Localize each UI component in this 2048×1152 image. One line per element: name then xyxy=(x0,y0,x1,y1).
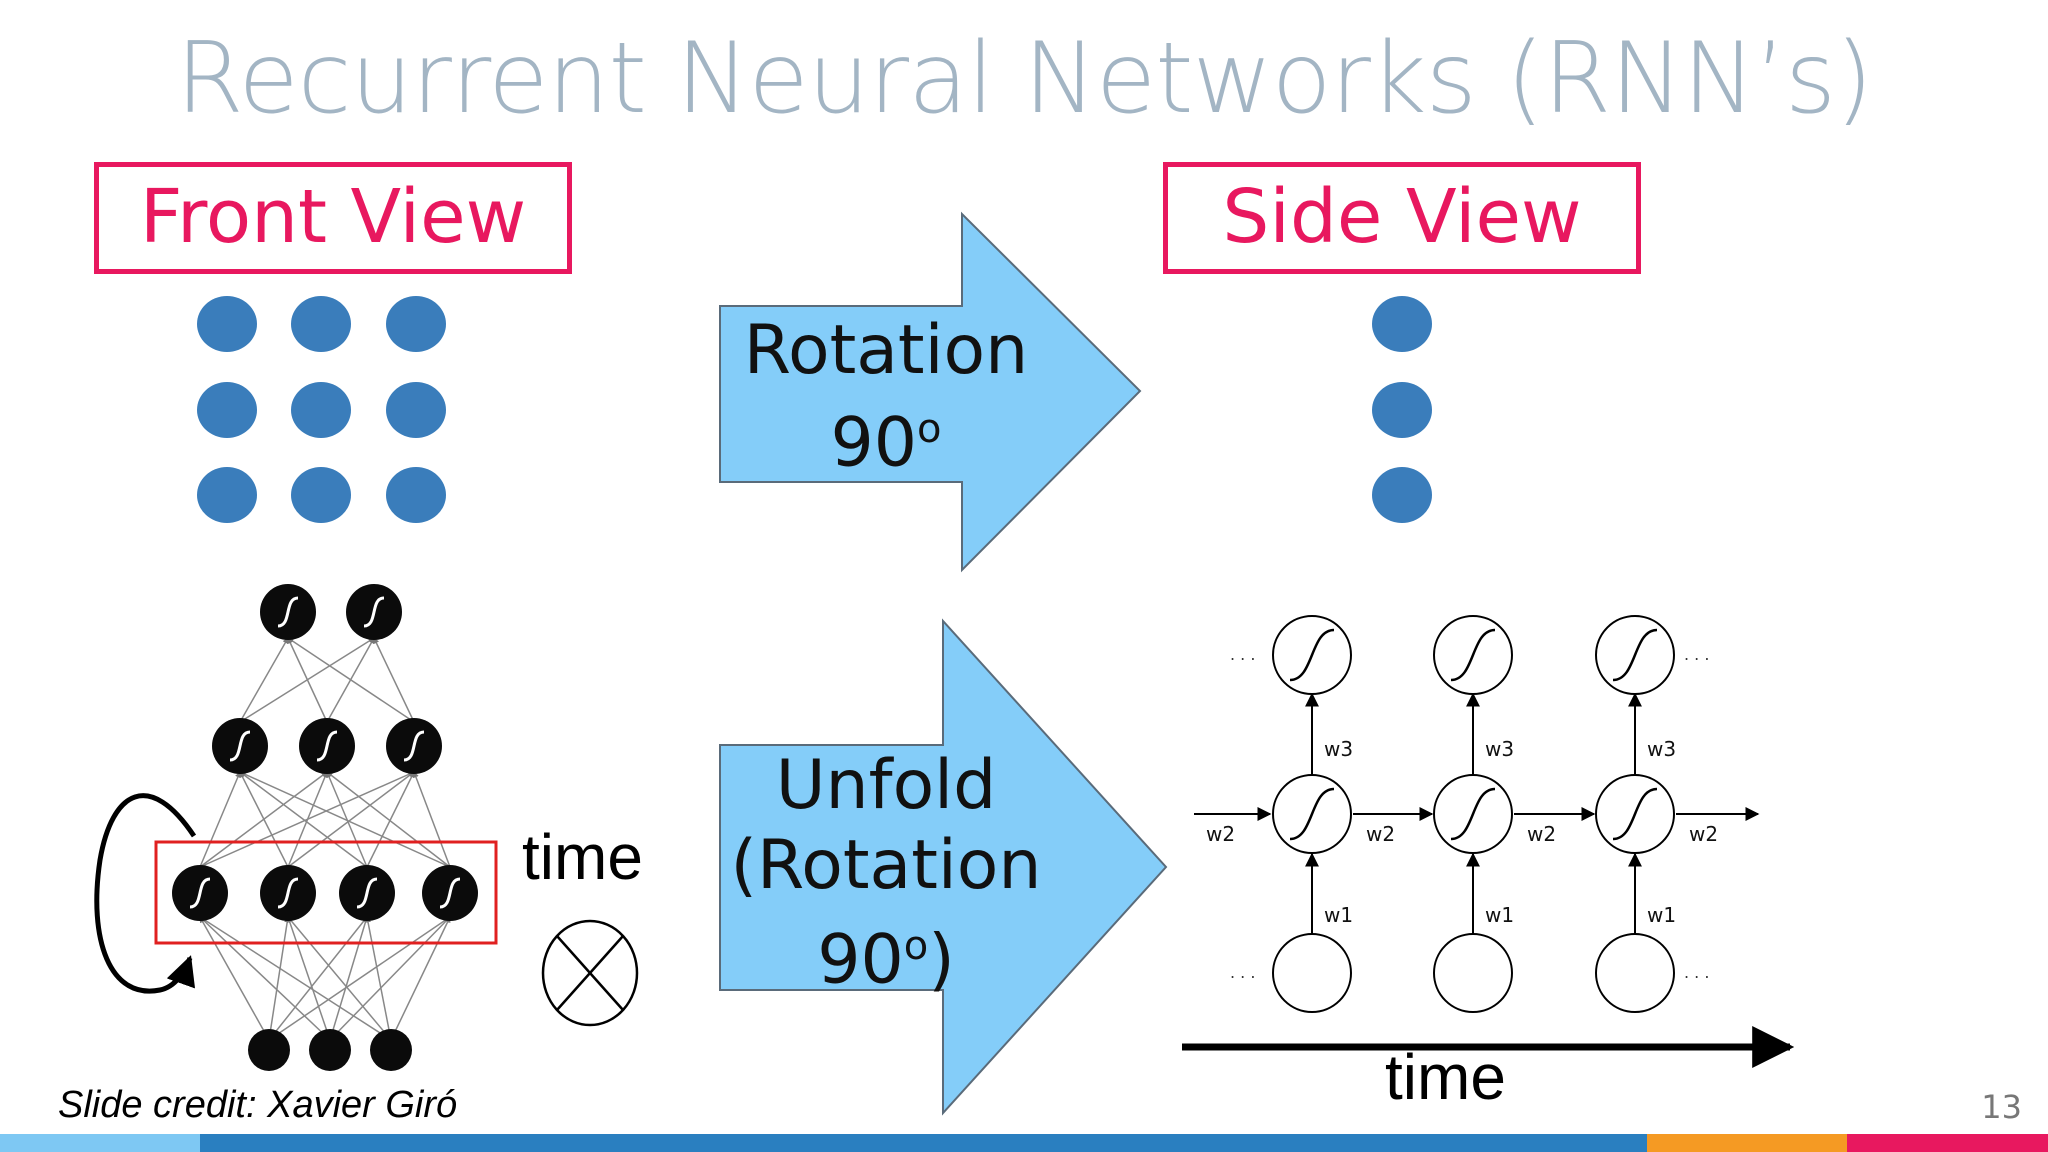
rotation-label-line1: Rotation xyxy=(743,311,1029,390)
front-neuron xyxy=(291,467,351,523)
hidden-layer-1 xyxy=(172,865,478,921)
ellipsis: . . . xyxy=(1230,963,1255,982)
rotation-label: Rotation 90o xyxy=(730,312,1042,483)
ellipsis: . . . xyxy=(1230,645,1255,664)
front-neuron xyxy=(386,296,446,352)
front-view-neuron-grid xyxy=(197,296,446,523)
footer-segment-orange xyxy=(1647,1134,1847,1152)
front-view-label: Front View xyxy=(94,162,572,274)
time-label-right: time xyxy=(1385,1041,1506,1113)
rotation-arrow xyxy=(719,211,1142,573)
input-layer xyxy=(248,1029,412,1071)
front-neuron xyxy=(197,467,257,523)
front-neuron xyxy=(197,296,257,352)
side-view-neuron-column xyxy=(1372,296,1432,523)
weight-label-w2: w2 xyxy=(1527,822,1556,846)
ellipsis: . . . xyxy=(1684,645,1709,664)
front-neuron xyxy=(197,382,257,438)
time-label-left: time xyxy=(522,821,643,893)
weight-label-w3: w3 xyxy=(1324,737,1353,761)
slide-title: Recurrent Neural Networks (RNN’s) xyxy=(175,22,1874,136)
side-neuron xyxy=(1372,296,1432,352)
unfold-label-line2: (Rotation xyxy=(730,826,1042,905)
weight-label-w2: w2 xyxy=(1366,822,1395,846)
unfolded-rnn: w3 w3 w3 w1 w1 w1 w2 w2 w2 w2 . . . . . … xyxy=(1182,615,1795,1068)
unfold-label-line3: 90o) xyxy=(817,920,955,1000)
input-neuron xyxy=(370,1029,412,1071)
tensor-product-icon xyxy=(541,919,639,1027)
side-neuron xyxy=(1372,467,1432,523)
recurrent-loop-arrow xyxy=(94,793,197,994)
recurrent-layer-highlight xyxy=(154,840,498,945)
slide-credit: Slide credit: Xavier Giró xyxy=(58,1084,458,1126)
weight-label-w1: w1 xyxy=(1647,903,1676,927)
input-node xyxy=(1433,933,1513,1013)
feedforward-network xyxy=(94,584,498,1071)
side-neuron xyxy=(1372,382,1432,438)
unfold-label: Unfold (Rotation 90o) xyxy=(730,746,1042,1001)
front-neuron xyxy=(386,467,446,523)
weight-label-w2: w2 xyxy=(1206,822,1235,846)
rotation-label-line2: 90o xyxy=(830,403,942,483)
footer-segment-light-blue xyxy=(0,1134,200,1152)
output-layer xyxy=(260,584,402,640)
front-neuron xyxy=(386,382,446,438)
unfold-arrow xyxy=(719,618,1168,1116)
front-neuron xyxy=(291,296,351,352)
ellipsis: . . . xyxy=(1684,963,1709,982)
front-neuron xyxy=(291,382,351,438)
weight-label-w2: w2 xyxy=(1689,822,1718,846)
unfold-label-line1: Unfold xyxy=(775,746,997,825)
side-view-label: Side View xyxy=(1163,162,1641,274)
input-node xyxy=(1272,933,1352,1013)
weight-label-w3: w3 xyxy=(1485,737,1514,761)
weight-label-w1: w1 xyxy=(1485,903,1514,927)
footer-segment-pink xyxy=(1847,1134,2048,1152)
input-node xyxy=(1595,933,1675,1013)
page-number: 13 xyxy=(1981,1088,2022,1126)
footer-segment-blue xyxy=(200,1134,1647,1152)
input-neuron xyxy=(248,1029,290,1071)
weight-label-w1: w1 xyxy=(1324,903,1353,927)
sigmoid-glyphs xyxy=(189,596,461,909)
footer-color-bar xyxy=(0,1134,2048,1152)
input-neuron xyxy=(309,1029,351,1071)
weight-label-w3: w3 xyxy=(1647,737,1676,761)
